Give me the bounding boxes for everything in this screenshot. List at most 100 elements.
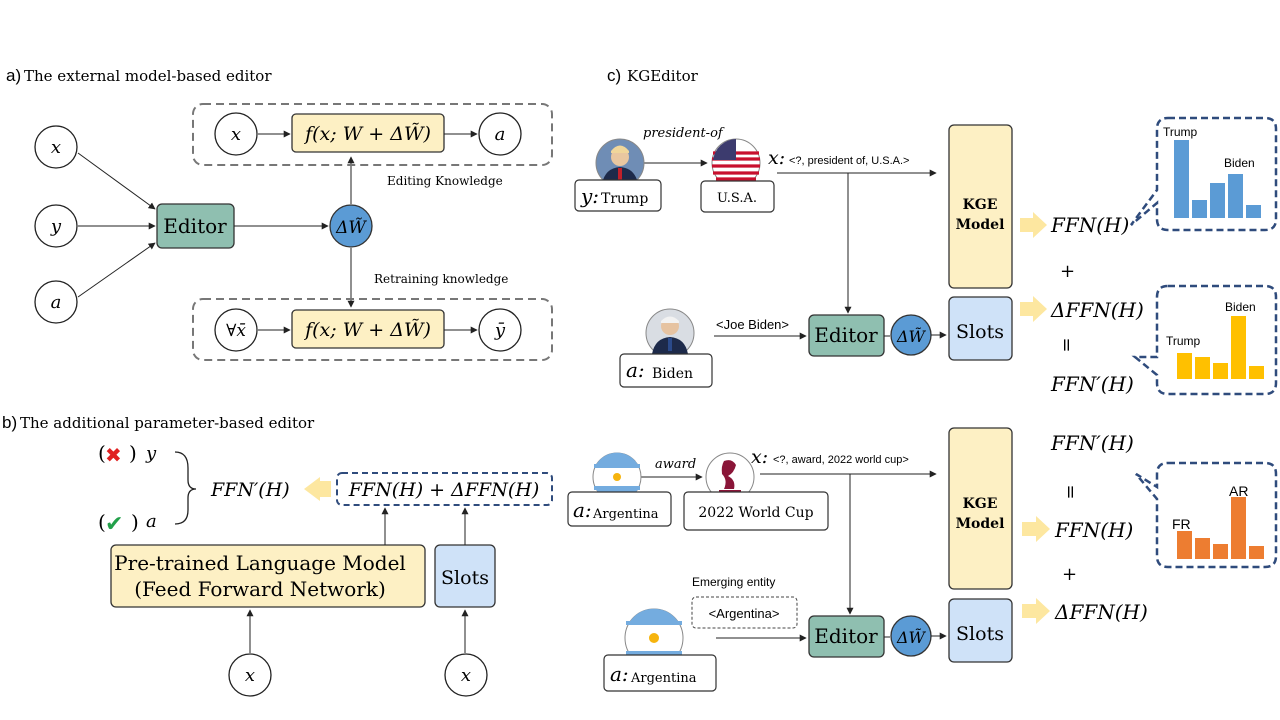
bottom-output-label: ȳ <box>494 320 506 341</box>
argentina-name: Argentina <box>592 507 659 522</box>
editor-label: Editor <box>163 214 227 238</box>
wrong-paren-close: ) <box>129 441 137 465</box>
chart-3-label-ar: AR <box>1229 483 1248 499</box>
input-x-label: x <box>51 137 61 158</box>
wrong-label: y <box>145 443 157 464</box>
tail-entity-world-cup <box>683 491 829 531</box>
top-func-label: f(x; W + ΔW̃) <box>303 123 431 145</box>
chart1-bar-2 <box>1192 200 1207 218</box>
chart-1-label-trump: Trump <box>1163 125 1198 139</box>
plm-box <box>110 544 426 608</box>
yellow-arrow-b <box>304 477 331 501</box>
slots-label-c-top: Slots <box>956 321 1004 343</box>
panel-b-title: The additional parameter-based editor <box>20 414 315 432</box>
panel-b-prefix: b) <box>2 413 17 432</box>
argentina-answer-name: Argentina <box>630 671 697 686</box>
query-bottom: <?, award, 2022 world cup> <box>773 454 909 466</box>
relation-president-of: president-of <box>643 126 725 141</box>
right-paren-close: ) <box>131 510 139 534</box>
argentina-prefix: a: <box>573 498 592 522</box>
chart2-bar-3 <box>1213 363 1228 379</box>
usa-flag-icon <box>711 138 761 188</box>
bottom-output-node <box>478 308 522 352</box>
b-input-right-label: x <box>461 665 471 686</box>
slots-box-c-bottom <box>948 598 1013 663</box>
panel-a-prefix: a) <box>6 66 21 85</box>
query-top: <?, president of, U.S.A.> <box>789 155 909 167</box>
ffn-prime-top: FFN′(H) <box>1050 372 1134 396</box>
slots-box-c-top <box>948 296 1013 361</box>
input-a-label: a <box>51 292 62 313</box>
chart1-bar-5 <box>1246 205 1261 218</box>
input-x-node <box>34 125 78 169</box>
panel-c-prefix: c) <box>607 66 621 85</box>
kge-line2-top: Model <box>956 217 1005 233</box>
yellow-arrow-dffn-bottom <box>1022 598 1050 624</box>
chart3-bar-3 <box>1213 544 1228 559</box>
query-bottom-prefix: x: <box>751 446 768 468</box>
top-input-node <box>214 112 258 156</box>
ffn-sum-label: FFN(H) + ΔFFN(H) <box>348 479 540 501</box>
yellow-arrow-dffn-top <box>1020 296 1047 322</box>
kge-line2-bottom: Model <box>956 516 1005 532</box>
chart3-bar-1 <box>1177 531 1192 559</box>
kg-delta-w-label-bottom: ΔW̃ <box>896 628 927 647</box>
panel-a: a) The external model-based editor x y a… <box>6 66 553 361</box>
delta-w-node <box>329 204 373 248</box>
head-entity-argentina <box>567 491 672 527</box>
chart-1-bars <box>1174 140 1261 218</box>
panel-a-title: The external model-based editor <box>24 67 272 85</box>
kge-line1-bottom: KGE <box>963 496 998 512</box>
editing-knowledge-caption: Editing Knowledge <box>387 174 503 188</box>
right-paren-open: ( <box>98 510 106 534</box>
dffn-bottom: ΔFFN(H) <box>1054 600 1148 624</box>
bottom-input-node <box>214 308 258 352</box>
world-cup-label: 2022 World Cup <box>698 505 813 521</box>
panel-c: c) KGEditor president-of y: Trump U.S.A.… <box>567 66 1278 692</box>
chart2-bar-2 <box>1195 357 1210 379</box>
b-input-right-node <box>444 653 488 697</box>
plus-top: + <box>1060 261 1075 282</box>
input-y-node <box>34 204 78 248</box>
trump-name: Trump <box>601 191 648 207</box>
retraining-knowledge-caption: Retraining knowledge <box>374 272 508 286</box>
panel-c-title: KGEditor <box>627 67 699 85</box>
chart-2-label-trump: Trump <box>1166 334 1201 348</box>
emerging-entity-box <box>691 596 798 629</box>
new-entity-argentina: <Argentina> <box>709 606 780 621</box>
check-icon: ✔ <box>105 511 123 536</box>
panel-b: b) The additional parameter-based editor… <box>2 413 553 697</box>
chart2-bar-1 <box>1177 353 1192 379</box>
retraining-group <box>192 298 553 361</box>
chart2-bar-5 <box>1249 366 1264 379</box>
b-input-left-node <box>228 653 272 697</box>
plm-line1: Pre-trained Language Model <box>114 551 406 575</box>
plm-line2: (Feed Forward Network) <box>134 577 386 601</box>
input-y-label: y <box>50 216 62 237</box>
answer-entity-argentina <box>603 654 717 692</box>
biden-prefix: a: <box>626 358 645 382</box>
tail-entity-usa <box>700 180 775 213</box>
bottom-func-label: f(x; W + ΔW̃) <box>303 319 431 341</box>
kg-editor-label-top: Editor <box>814 323 878 347</box>
chart1-bar-4 <box>1228 174 1243 218</box>
answer-entity-biden <box>619 353 713 388</box>
chart-1-label-biden: Biden <box>1224 156 1255 170</box>
bottom-input-label: ∀x̄ <box>226 321 246 341</box>
head-entity-trump <box>574 179 662 212</box>
b-input-left-label: x <box>245 665 255 686</box>
ffn-bottom: FFN(H) <box>1054 518 1133 542</box>
chart3-bar-4 <box>1231 497 1246 559</box>
equals-bottom: = <box>1060 484 1081 499</box>
chart-3-bars <box>1177 497 1264 559</box>
argentina-answer-prefix: a: <box>610 662 629 686</box>
kge-line1-top: KGE <box>963 197 998 213</box>
chart3-bar-2 <box>1195 538 1210 559</box>
editing-group <box>192 103 553 166</box>
dffn-top: ΔFFN(H) <box>1050 298 1144 322</box>
input-a-node <box>34 280 78 324</box>
new-entity-joe-biden: <Joe Biden> <box>716 317 789 332</box>
ffn-top: FFN(H) <box>1050 213 1129 237</box>
kg-delta-w-label-top: ΔW̃ <box>896 327 927 346</box>
